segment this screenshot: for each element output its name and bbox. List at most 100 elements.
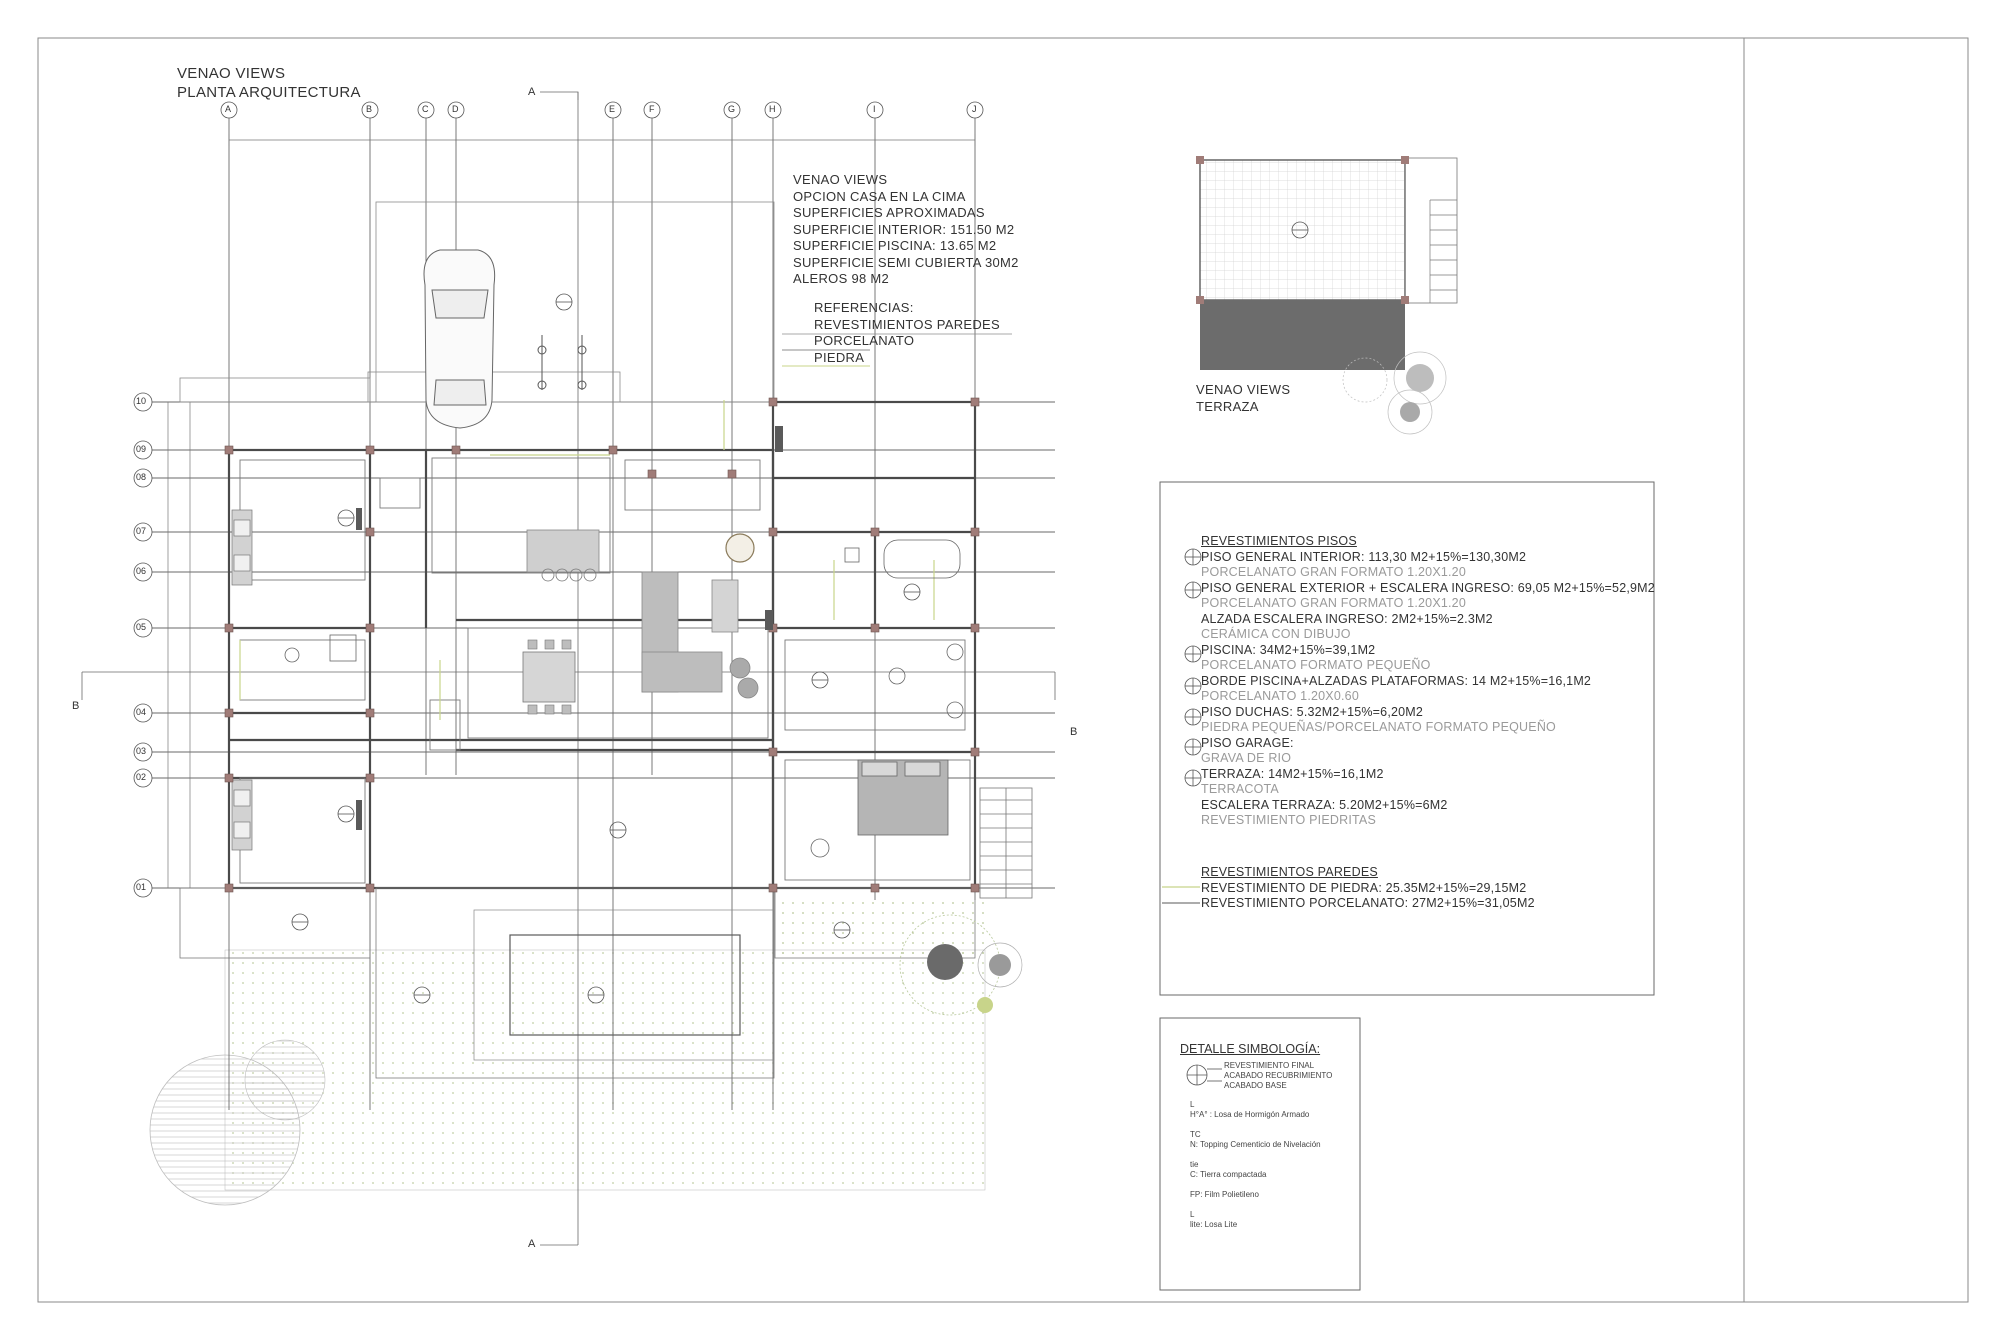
grid-col-label: D [452,104,459,114]
terrace-plan [1196,156,1458,435]
floor-item-sub: PIEDRA PEQUEÑAS/PORCELANATO FORMATO PEQU… [1201,720,1556,734]
floor-symbols [291,293,921,1004]
floor-item-main: BORDE PISCINA+ALZADAS PLATAFORMAS: 14 M2… [1201,673,1592,688]
symbology-text: H°A° : Losa de Hormigón Armado [1190,1110,1310,1119]
grid-row-label: 05 [136,622,147,632]
grid-col-label: F [649,104,655,114]
kitchen-island [526,529,600,573]
pool [473,909,775,1061]
garage-outline [179,201,775,403]
floor-item-main: PISO GARAGE: [1201,735,1294,750]
floor-item-main: ALZADA ESCALERA INGRESO: 2M2+15%=2.3M2 [1201,611,1493,626]
symbology-heading: DETALLE SIMBOLOGÍA: [1180,1042,1321,1056]
summary-line: ALEROS 98 M2 [793,271,890,286]
grid-col-label: G [728,104,736,114]
top-dimension-line [228,134,976,146]
floors-legend-box [1159,481,1655,996]
tree-hatched-circle [149,1039,326,1206]
armchair [725,533,755,563]
summary-line: SUPERFICIES APROXIMADAS [793,205,985,220]
symbology-box [1159,1017,1361,1291]
grid-row-label: 02 [136,772,147,782]
structural-columns [224,397,980,893]
car-drawing [423,249,496,429]
terrace-title: VENAO VIEWS TERRAZA [1196,382,1290,415]
grid-bubbles-top [220,101,984,119]
surface-summary: VENAO VIEWS OPCION CASA EN LA CIMA SUPER… [793,172,1019,288]
grid-bubbles-left [133,392,153,898]
floors-legend: REVESTIMIENTOS PISOS PISO GENERAL INTERI… [1201,533,1655,828]
symbology-code: L [1190,1210,1195,1219]
plan-title-line1: VENAO VIEWS [177,65,286,82]
porcelain-cladding-blocks [356,426,783,830]
walls-legend: REVESTIMIENTOS PAREDES REVESTIMIENTO DE … [1201,864,1535,911]
grid-row-label: 08 [136,472,147,482]
terrace-title-line2: TERRAZA [1196,398,1259,414]
symbology-entries: L H°A° : Losa de Hormigón Armado TC N: T… [1190,1100,1321,1230]
bed-left-bottom [231,779,253,851]
grid-row-label: 10 [136,396,147,406]
grid-col-label: B [366,104,373,114]
symbology-legend-item: ACABADO BASE [1224,1081,1287,1090]
floor-item-main: ESCALERA TERRAZA: 5.20M2+15%=6M2 [1201,797,1448,812]
reference-item: PIEDRA [814,349,865,365]
grid-row-label: 07 [136,526,147,536]
floor-item-main: PISO GENERAL EXTERIOR + ESCALERA INGRESO… [1201,580,1655,595]
floor-item-sub: GRAVA DE RIO [1201,751,1292,765]
floor-item-main: TERRAZA: 14M2+15%=16,1M2 [1201,766,1384,781]
grid-row-label: 09 [136,444,147,454]
garden-area [224,900,986,1191]
summary-line: OPCION CASA EN LA CIMA [793,188,966,204]
grid-col-label: I [873,104,876,114]
references-legend: REFERENCIAS: REVESTIMIENTOS PAREDES PORC… [814,300,1000,366]
summary-line: SUPERFICIE SEMI CUBIERTA 30M2 [793,254,1019,270]
bed-right [857,759,949,836]
grid-col-label: E [609,104,616,114]
floor-item-main: PISO DUCHAS: 5.32M2+15%=6,20M2 [1201,704,1424,719]
floors-heading: REVESTIMIENTOS PISOS [1201,534,1357,548]
symbology-code: tie [1190,1160,1199,1169]
grid-row-label: 06 [136,566,147,576]
floor-item-sub: PORCELANATO FORMATO PEQUEÑO [1201,658,1431,672]
summary-line: SUPERFICIE PISCINA: 13.65 M2 [793,238,997,253]
plan-title: VENAO VIEWS PLANTA ARQUITECTURA [177,64,361,102]
bed-left-top [231,509,253,586]
summary-line: SUPERFICIE INTERIOR: 151.50 M2 [793,221,1015,237]
grid-row-label: 01 [136,882,147,892]
floor-item-sub: PORCELANATO 1.20X0.60 [1201,689,1359,703]
stone-wall-segments [239,400,935,720]
symbology-symbol-icon [1186,1064,1222,1086]
floor-item-sub: PORCELANATO GRAN FORMATO 1.20X1.20 [1201,565,1466,579]
dining-table [522,639,576,715]
grid-col-label: H [769,104,776,114]
grid-col-label: C [422,104,429,114]
tree-cluster-bottom-right [899,914,1023,1016]
floor-item-sub: PORCELANATO GRAN FORMATO 1.20X1.20 [1201,596,1466,610]
floor-item-sub: REVESTIMIENTO PIEDRITAS [1201,813,1376,827]
symbology-code: L [1190,1100,1195,1109]
grid-row-label: 03 [136,746,147,756]
grid-col-label: J [972,104,977,114]
sofa [641,571,759,699]
bicycles [537,335,587,390]
grid-row-label: 04 [136,707,147,717]
floor-item-sub: CERÁMICA CON DIBUJO [1201,627,1351,641]
symbology-text: FP: Film Polietileno [1190,1190,1259,1199]
symbology-text: C: Tierra compactada [1190,1170,1267,1179]
stairs [979,787,1033,899]
wall-item: REVESTIMIENTO PORCELANATO: 27M2+15%=31,0… [1201,896,1535,910]
terrace-title-line1: VENAO VIEWS [1196,382,1291,397]
floor-legend-symbols [1184,548,1202,787]
floor-item-sub: TERRACOTA [1201,782,1279,796]
section-b-left-label: B [72,700,80,712]
section-a-bottom-label: A [528,1238,536,1250]
grid-col-label: A [225,104,232,114]
symbology-legend-item: REVESTIMIENTO FINAL [1224,1061,1315,1070]
floor-item-main: PISO GENERAL INTERIOR: 113,30 M2+15%=130… [1201,549,1527,564]
symbology-text: N: Topping Cementicio de Nivelación [1190,1140,1321,1149]
section-a-top-label: A [528,86,536,98]
summary-line: VENAO VIEWS [793,172,888,187]
symbology-legend: REVESTIMIENTO FINAL ACABADO RECUBRIMIENT… [1224,1061,1332,1091]
